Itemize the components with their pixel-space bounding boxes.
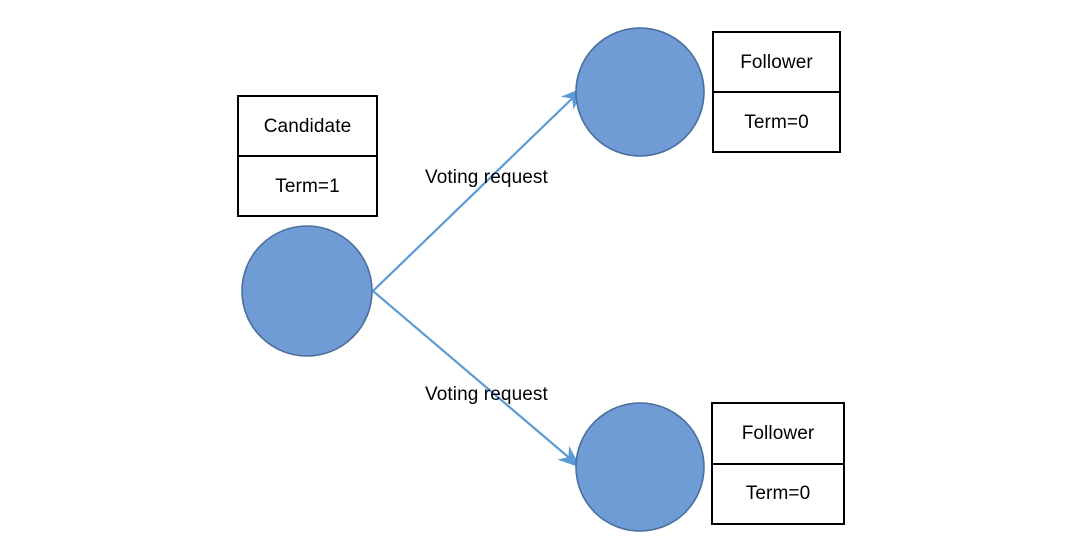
follower-bottom-role-label: Follower xyxy=(713,404,843,465)
state-box-follower-bottom[interactable]: Follower Term=0 xyxy=(711,402,845,525)
node-circle-candidate[interactable] xyxy=(241,225,373,357)
state-box-candidate[interactable]: Candidate Term=1 xyxy=(237,95,378,217)
edge-label-voting-request-bottom: Voting request xyxy=(425,384,548,405)
follower-top-role-label: Follower xyxy=(714,33,839,93)
follower-bottom-term-label: Term=0 xyxy=(745,483,811,505)
edge-label-voting-request-top: Voting request xyxy=(425,167,548,188)
edge-voting-request-top xyxy=(372,87,584,292)
follower-top-term-label: Term=0 xyxy=(744,111,809,133)
state-box-follower-top[interactable]: Follower Term=0 xyxy=(712,31,841,153)
edge-voting-request-bottom xyxy=(372,290,581,468)
node-circle-follower-bottom[interactable] xyxy=(575,402,705,532)
node-circle-follower-top[interactable] xyxy=(575,27,705,157)
candidate-role-label: Candidate xyxy=(239,97,376,157)
candidate-term-label: Term=1 xyxy=(275,175,340,197)
